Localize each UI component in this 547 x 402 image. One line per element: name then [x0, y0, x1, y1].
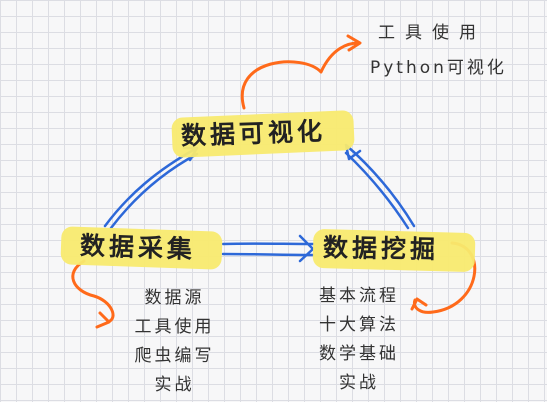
collection-to-mining-arrow: [221, 234, 315, 263]
collection-to-details-arrow: [71, 259, 115, 329]
collection-detail-item: 工具使用: [134, 317, 215, 337]
visualization-tool-item: Python可视化: [370, 58, 507, 78]
collection-node-label: 数据采集: [79, 230, 197, 265]
collection-detail-item: 实战: [154, 375, 195, 395]
visualization-to-tools-arrow: [240, 34, 362, 110]
mining-detail-item: 基本流程: [319, 286, 399, 306]
collection-detail-item: 数据源: [144, 288, 205, 308]
mining-detail-item: 数学基础: [319, 344, 399, 364]
mining-node-label: 数据挖掘: [322, 232, 440, 265]
mining-details-list: 基本流程 十大算法 数学基础 实战: [304, 282, 414, 398]
mining-to-visualization-arrow: [344, 143, 416, 230]
visualization-node-label: 数据可视化: [180, 116, 327, 151]
mining-detail-item: 实战: [339, 373, 379, 393]
collection-to-visualization-arrow: [103, 146, 199, 230]
visualization-tools-list: 工具使用 Python可视化: [370, 16, 507, 86]
visualization-tool-item: 工具使用: [378, 23, 486, 43]
mining-detail-item: 十大算法: [319, 315, 399, 335]
collection-detail-item: 爬虫编写: [134, 346, 215, 366]
collection-details-list: 数据源 工具使用 爬虫编写 实战: [122, 284, 227, 400]
